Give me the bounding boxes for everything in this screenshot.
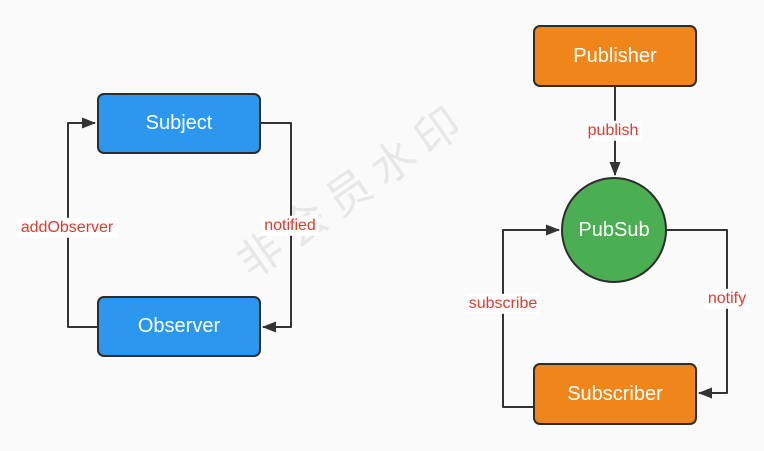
- node-publisher: Publisher: [533, 25, 697, 87]
- edge-label-publish: publish: [584, 120, 642, 142]
- node-subject: Subject: [97, 93, 261, 154]
- edge-subscribe-arrow: [502, 224, 560, 408]
- edge-label-subscribe: subscribe: [465, 293, 541, 315]
- edge-label-notified: notified: [261, 215, 319, 237]
- node-subscriber: Subscriber: [533, 363, 697, 425]
- edge-label-notify: notify: [704, 288, 750, 310]
- edge-notify-arrow: [667, 229, 728, 399]
- node-observer: Observer: [97, 296, 261, 357]
- node-pubsub: PubSub: [561, 177, 667, 283]
- edge-label-addobserver: addObserver: [17, 217, 117, 239]
